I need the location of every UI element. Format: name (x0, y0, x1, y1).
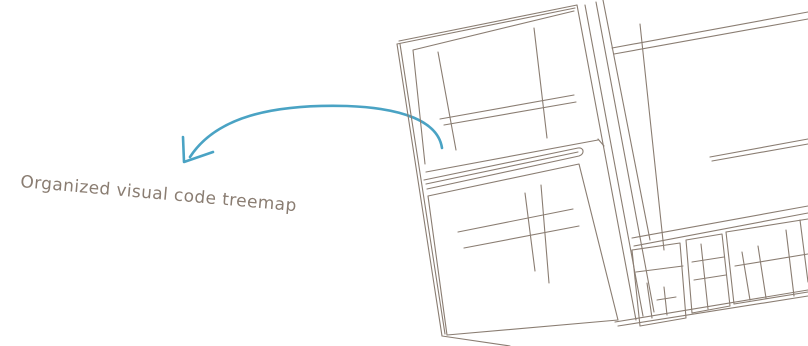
curved-arrow-icon (183, 106, 442, 162)
caption-text: Organized visual code treemap (20, 172, 298, 216)
treemap-sketch-icon (397, 0, 808, 346)
